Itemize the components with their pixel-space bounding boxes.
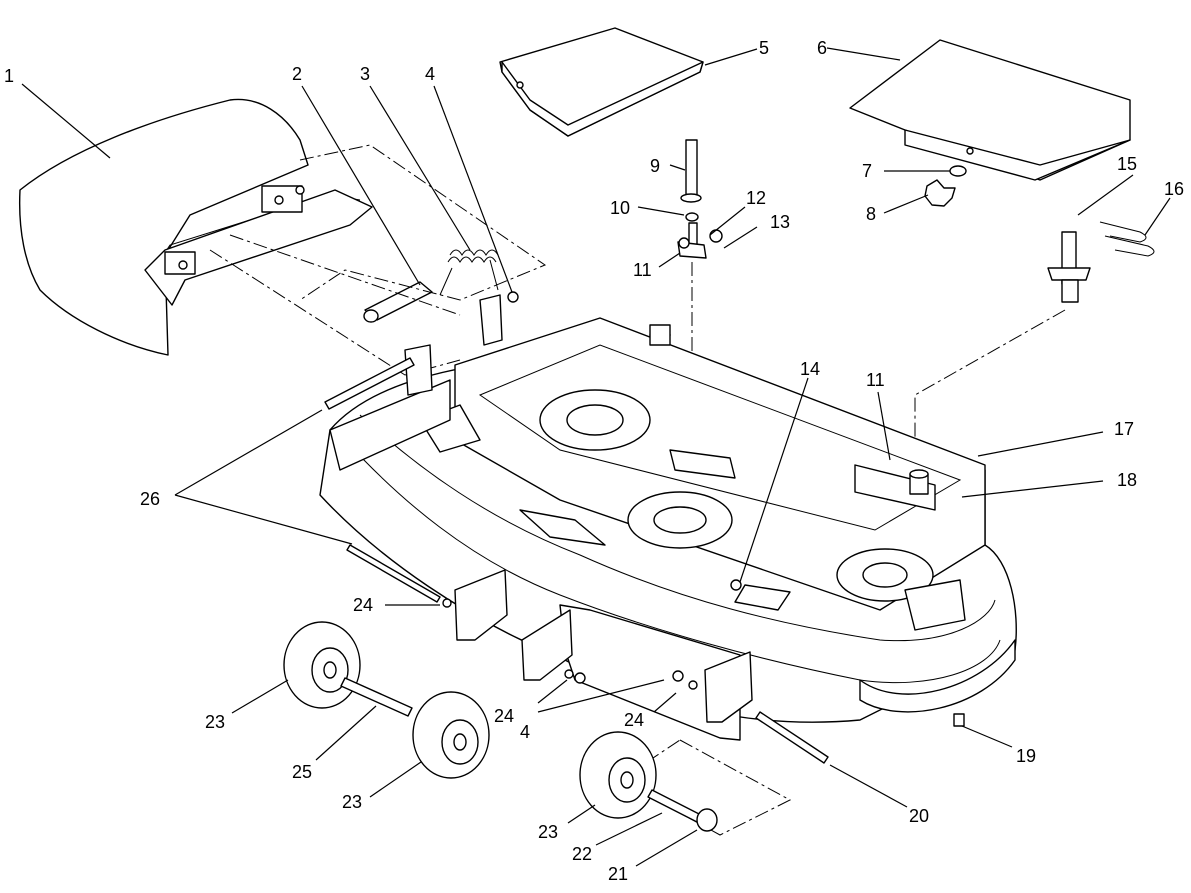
callout-7: 7 xyxy=(862,161,872,181)
callout-18: 18 xyxy=(1117,470,1137,490)
wheel-spacer xyxy=(647,789,704,824)
wheel-bolt xyxy=(755,711,829,764)
callout-24-c: 24 xyxy=(624,710,644,730)
cover-plate-right xyxy=(849,39,1131,181)
star-knob xyxy=(924,179,956,207)
callout-4: 4 xyxy=(425,64,435,84)
cover-plate-left xyxy=(499,27,704,137)
callout-17: 17 xyxy=(1114,419,1134,439)
hair-pin-clips xyxy=(1099,221,1155,257)
callout-20: 20 xyxy=(909,806,929,826)
wheel-bushing xyxy=(696,808,718,832)
callout-21: 21 xyxy=(608,864,628,884)
callout-23-b: 23 xyxy=(342,792,362,812)
caster-wheel-3 xyxy=(579,731,657,819)
callout-6: 6 xyxy=(817,38,827,58)
callout-24-a: 24 xyxy=(353,595,373,615)
callout-1: 1 xyxy=(4,66,14,86)
callout-24-b: 24 xyxy=(494,706,514,726)
callout-23-c: 23 xyxy=(538,822,558,842)
callout-10: 10 xyxy=(610,198,630,218)
callout-23-a: 23 xyxy=(205,712,225,732)
callout-15: 15 xyxy=(1117,154,1137,174)
callout-9: 9 xyxy=(650,156,660,176)
callout-11: 11 xyxy=(633,260,652,280)
leader-lines xyxy=(21,47,1171,867)
carriage-bolts xyxy=(324,357,441,603)
callout-5: 5 xyxy=(759,38,769,58)
front-bracket-right xyxy=(704,651,753,723)
callout-11-b: 11 xyxy=(866,370,885,390)
washer xyxy=(949,165,967,177)
front-bracket-left xyxy=(454,569,508,641)
callout-3: 3 xyxy=(360,64,370,84)
caster-wheel-1 xyxy=(283,621,361,709)
callout-4-b: 4 xyxy=(520,722,530,742)
callout-22: 22 xyxy=(572,844,592,864)
height-pin-assembly xyxy=(677,139,723,450)
callout-25: 25 xyxy=(292,762,312,782)
callout-13: 13 xyxy=(770,212,790,232)
mower-deck-housing xyxy=(319,294,1017,741)
callout-26: 26 xyxy=(140,489,160,509)
callout-16: 16 xyxy=(1164,179,1184,199)
pivot-rod xyxy=(363,281,433,323)
discharge-chute xyxy=(18,98,373,356)
deck-pin xyxy=(1047,231,1091,303)
front-bracket-center xyxy=(521,609,573,681)
caster-wheel-2 xyxy=(412,691,490,779)
callout-12: 12 xyxy=(746,188,766,208)
callout-8: 8 xyxy=(866,204,876,224)
wheel-axle xyxy=(340,677,413,717)
callout-14: 14 xyxy=(800,359,820,379)
callout-labels: 1 2 3 4 5 6 7 8 9 10 11 12 13 14 11 15 1… xyxy=(4,38,1184,884)
callout-2: 2 xyxy=(292,64,302,84)
callout-19: 19 xyxy=(1016,746,1036,766)
